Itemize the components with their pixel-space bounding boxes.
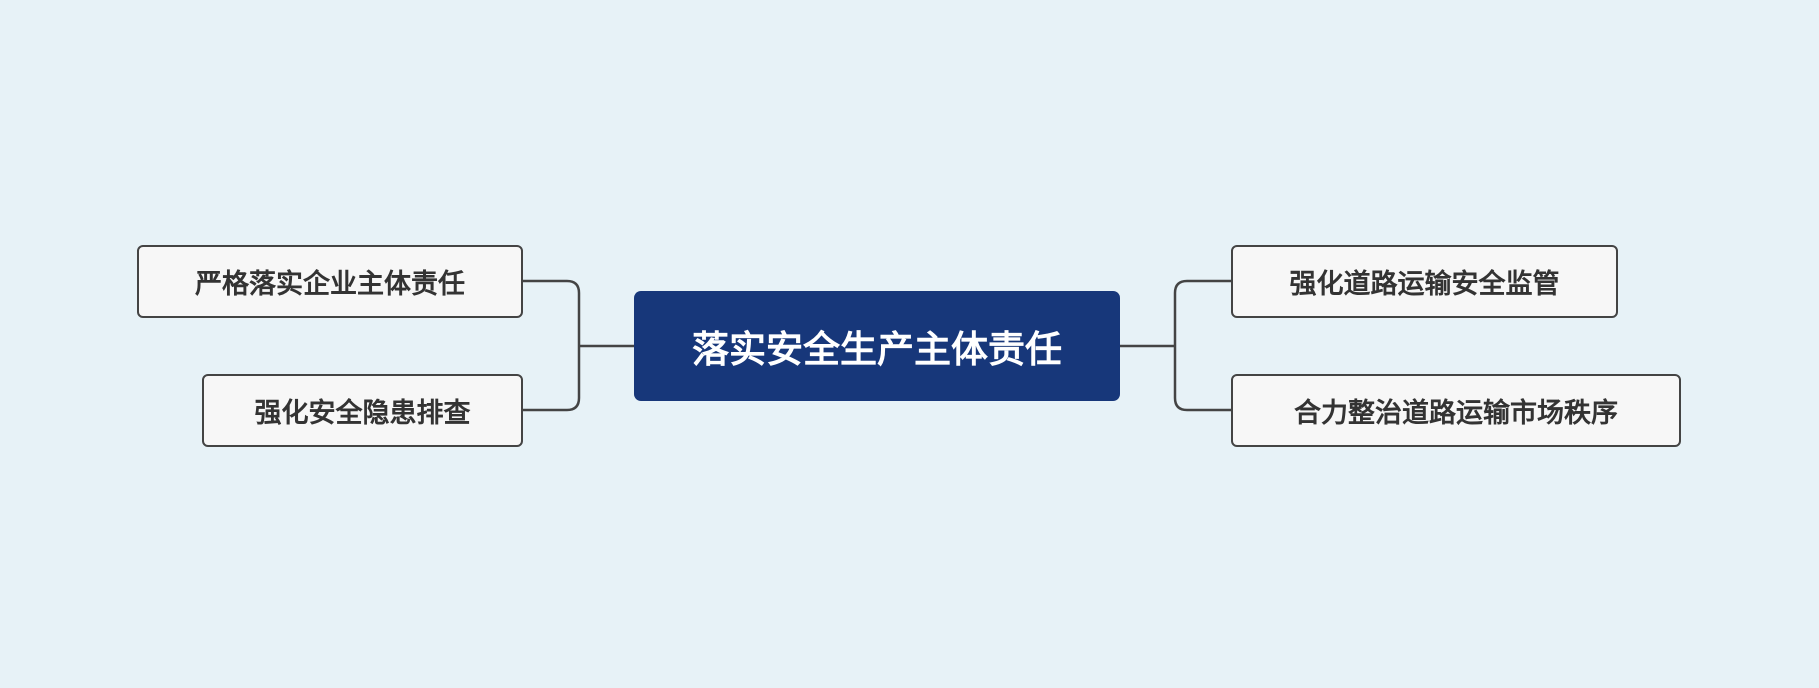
branch-right-2[interactable]: 合力整治道路运输市场秩序: [1231, 374, 1681, 447]
root-topic-label: 落实安全生产主体责任: [692, 328, 1062, 371]
connector-right: [1120, 279, 1231, 412]
branch-left-1[interactable]: 严格落实企业主体责任: [137, 245, 523, 318]
branch-label: 合力整治道路运输市场秩序: [1294, 398, 1618, 429]
branch-label: 强化道路运输安全监管: [1289, 269, 1560, 300]
root-topic[interactable]: 落实安全生产主体责任: [634, 291, 1120, 401]
branch-label: 强化安全隐患排查: [254, 398, 471, 429]
branch-label: 严格落实企业主体责任: [195, 269, 465, 300]
connector-left: [523, 279, 634, 412]
branch-left-2[interactable]: 强化安全隐患排查: [202, 374, 523, 447]
branch-right-1[interactable]: 强化道路运输安全监管: [1231, 245, 1618, 318]
